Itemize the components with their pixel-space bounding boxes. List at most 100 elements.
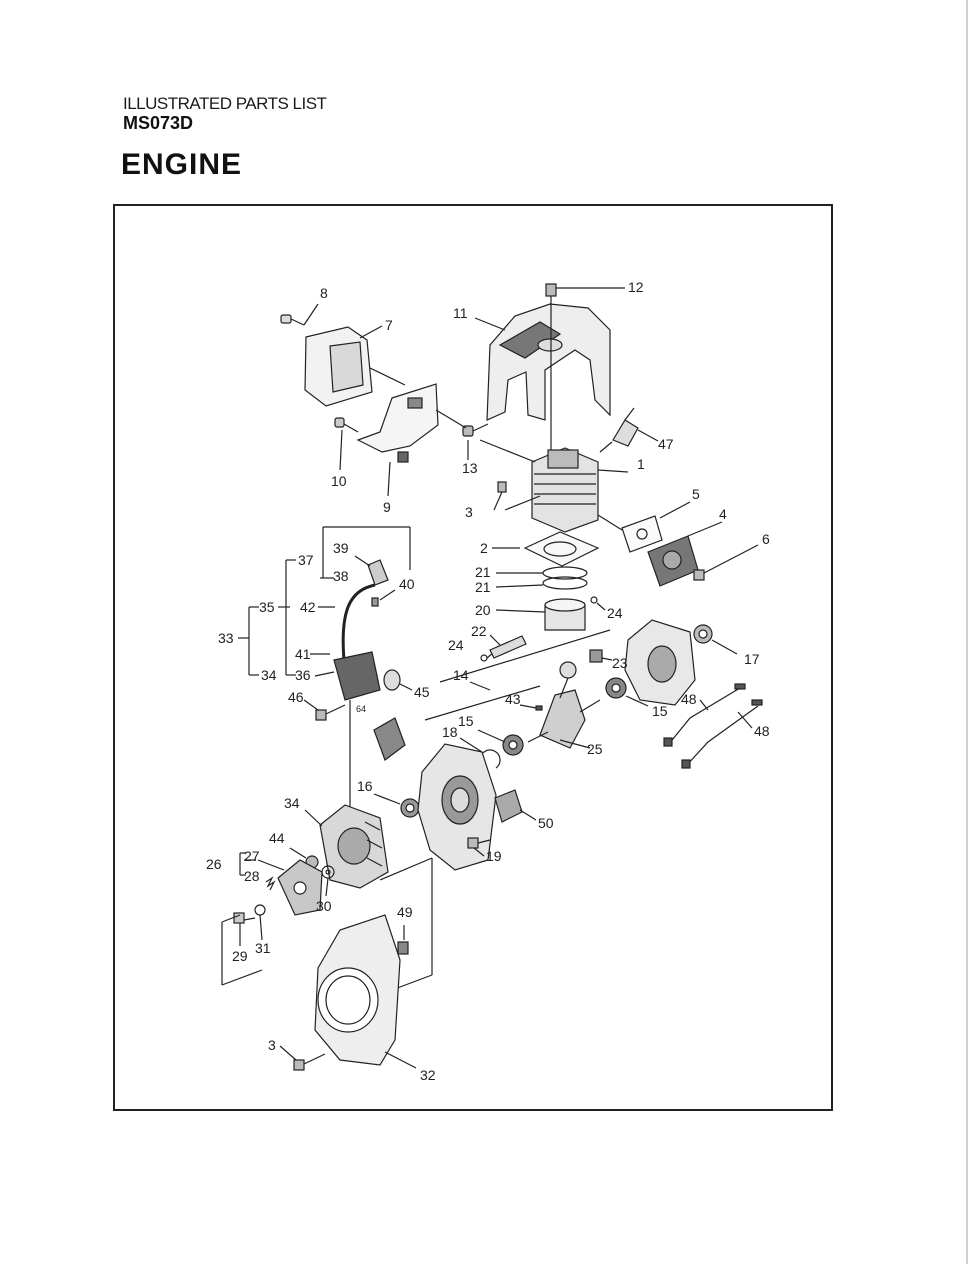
screw-part-13	[435, 409, 489, 460]
callout-7: 7	[385, 317, 393, 333]
callout-35: 35	[259, 599, 275, 615]
callout-14: 14	[453, 667, 469, 683]
callout-25: 25	[587, 741, 603, 757]
spark-plug-cap-part-39	[354, 555, 396, 607]
muffler-bracket-part-9	[356, 367, 439, 497]
spark-plug-part-47	[599, 407, 659, 453]
bolt-part-8	[280, 303, 319, 326]
nut-part-12	[545, 283, 625, 455]
callout-36: 36	[295, 667, 311, 683]
bolt-part-3-upper	[493, 481, 541, 511]
callout-6: 6	[762, 531, 770, 547]
needle-bearing-part-23	[589, 649, 613, 663]
air-guide-part-64	[373, 717, 406, 761]
callout-47: 47	[658, 436, 674, 452]
crankcase-half-part-17	[624, 619, 738, 706]
callout-27: 27	[244, 848, 260, 864]
callout-34-upper: 34	[261, 667, 277, 683]
callout-38: 38	[333, 568, 349, 584]
callout-40: 40	[399, 576, 415, 592]
bracket-part-50	[494, 789, 537, 823]
callout-18: 18	[442, 724, 458, 740]
cylinder-gasket-part-2	[492, 531, 600, 567]
crankcase-half-part-14	[417, 743, 497, 871]
ignition-bracket-lines	[238, 526, 411, 676]
piston-pin-part-22	[489, 634, 527, 659]
callout-12: 12	[628, 279, 644, 295]
callout-33: 33	[218, 630, 234, 646]
callout-48-lower: 48	[754, 723, 770, 739]
callout-20: 20	[475, 602, 491, 618]
ignition-lead-part-41	[341, 583, 376, 661]
callout-28: 28	[244, 868, 260, 884]
leader-part-14	[424, 629, 611, 721]
oil-seal-part-16	[373, 793, 420, 818]
engine-cover-part-11	[474, 303, 611, 421]
bracket-lines-lower	[221, 914, 263, 986]
callout-1: 1	[637, 456, 645, 472]
bolt-part-6	[693, 544, 759, 581]
bolt-part-29	[233, 904, 266, 946]
ignition-coil-part-36	[314, 651, 381, 701]
clutch-bracket-part-26	[239, 852, 246, 876]
screw-part-46	[303, 699, 346, 721]
cylinder-part-1	[479, 439, 629, 533]
bolt-part-3-lower	[279, 1045, 326, 1071]
callout-8: 8	[320, 285, 328, 301]
grommet-part-49	[397, 925, 409, 955]
callout-11: 11	[453, 305, 468, 321]
callout-44: 44	[269, 830, 285, 846]
callout-3-lower: 3	[268, 1037, 276, 1053]
callout-24-right: 24	[607, 605, 623, 621]
screw-part-10	[334, 417, 359, 471]
callout-31: 31	[255, 940, 271, 956]
callout-37: 37	[298, 552, 314, 568]
callout-13: 13	[462, 460, 478, 476]
callout-21-top: 21	[475, 564, 491, 580]
callout-16: 16	[357, 778, 373, 794]
callout-2: 2	[480, 540, 488, 556]
callout-23: 23	[612, 655, 628, 671]
wire-lead-part-48	[663, 683, 763, 769]
callout-22: 22	[471, 623, 487, 639]
callout-19: 19	[486, 848, 502, 864]
model-number: MS073D	[123, 113, 194, 133]
diagram-frame	[113, 204, 833, 1111]
callout-43: 43	[505, 691, 521, 707]
callout-9: 9	[383, 499, 391, 515]
key-part-43	[519, 704, 543, 711]
callout-30: 30	[316, 898, 332, 914]
callout-17: 17	[744, 651, 760, 667]
callout-10: 10	[331, 473, 347, 489]
callout-24-left: 24	[448, 637, 464, 653]
callout-42: 42	[300, 599, 316, 615]
callout-5: 5	[692, 486, 700, 502]
callout-3-upper: 3	[465, 504, 473, 520]
callout-4: 4	[719, 506, 727, 522]
muffler-cover-part-7	[304, 325, 383, 407]
crankshaft-part-25	[527, 661, 601, 749]
gasket-part-5	[597, 501, 691, 553]
parts-list-subtitle: ILLUSTRATED PARTS LIST	[123, 94, 327, 113]
clutch-part-27	[244, 859, 323, 916]
callout-46: 46	[288, 689, 304, 705]
section-title: ENGINE	[121, 148, 243, 181]
fan-housing-part-32	[314, 914, 417, 1069]
piston-part-20	[495, 598, 586, 631]
callout-39: 39	[333, 540, 349, 556]
callout-15-left: 15	[458, 713, 474, 729]
callout-21-bottom: 21	[475, 579, 491, 595]
callout-41: 41	[295, 646, 311, 662]
callout-45: 45	[414, 684, 430, 700]
spacer-part-45	[383, 669, 413, 691]
spring-part-28	[265, 876, 276, 891]
piston-rings-part-21	[495, 566, 588, 590]
callout-32: 32	[420, 1067, 436, 1083]
callout-15-right: 15	[652, 703, 668, 719]
flywheel-part-34	[304, 804, 389, 889]
bolt-part-19	[467, 837, 491, 857]
callout-26: 26	[206, 856, 222, 872]
callout-34-lower: 34	[284, 795, 300, 811]
bearing-part-15	[477, 677, 649, 756]
